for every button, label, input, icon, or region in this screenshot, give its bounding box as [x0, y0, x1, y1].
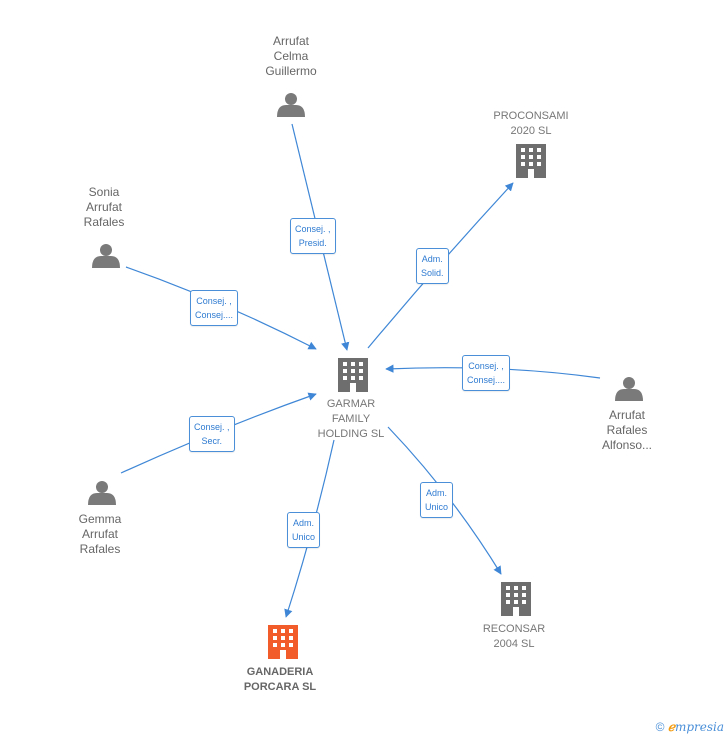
- label-line: PROCONSAMI: [493, 110, 569, 122]
- label-line: Arrufat: [608, 408, 645, 422]
- edge-label-center-proconsami[interactable]: Adm. Solid.: [416, 248, 449, 284]
- node-label-reconsar[interactable]: RECONSAR 2004 SL: [464, 622, 564, 652]
- label-line: 2020 SL: [510, 125, 552, 137]
- node-label-arrufat-celma-guillermo[interactable]: Arrufat Celma Guillermo: [241, 34, 341, 79]
- label-line: Rafales: [83, 215, 125, 229]
- label-line: Arrufat: [85, 200, 122, 214]
- label-line: Arrufat: [81, 527, 118, 541]
- label-line: Gemma: [78, 512, 122, 526]
- building-icon[interactable]: [268, 625, 298, 659]
- edge-label-center-reconsar[interactable]: Adm. Unico: [420, 482, 454, 518]
- label-line: Guillermo: [265, 64, 317, 78]
- edge-label-line: Presid.: [298, 238, 327, 248]
- edge-label-line: Consej. ,: [295, 224, 331, 234]
- empresia-watermark: © ℯmpresia: [656, 720, 724, 734]
- building-icon[interactable]: [338, 358, 368, 392]
- label-line: Sonia: [88, 185, 120, 199]
- label-line: 2004 SL: [493, 638, 535, 650]
- label-line: GANADERIA: [246, 666, 314, 678]
- node-label-sonia-arrufat-rafales[interactable]: Sonia Arrufat Rafales: [54, 185, 154, 230]
- building-icon[interactable]: [516, 144, 546, 178]
- label-line: Rafales: [606, 423, 648, 437]
- edge-label-line: Adm.: [293, 518, 315, 528]
- edge-label-line: Consej. ,: [468, 361, 504, 371]
- node-label-garmar-family-holding[interactable]: GARMAR FAMILY HOLDING SL: [296, 397, 406, 442]
- label-line: HOLDING SL: [317, 428, 385, 440]
- label-line: Celma: [273, 49, 309, 63]
- edge-label-line: Unico: [425, 502, 449, 512]
- node-label-proconsami[interactable]: PROCONSAMI 2020 SL: [471, 109, 591, 139]
- empresia-logo-initial: ℯ: [667, 720, 675, 734]
- building-icon[interactable]: [501, 582, 531, 616]
- edge-label-guillermo-center[interactable]: Consej. , Presid.: [290, 218, 336, 254]
- edge-label-center-ganaderia[interactable]: Adm. Unico: [287, 512, 321, 548]
- edge-label-line: Consej. ,: [194, 422, 230, 432]
- edge-label-line: Consej....: [467, 375, 506, 385]
- edge-label-line: Unico: [292, 532, 316, 542]
- edge-label-line: Consej....: [195, 310, 234, 320]
- label-line: GARMAR: [326, 398, 376, 410]
- edge-label-sonia-center[interactable]: Consej. , Consej....: [190, 290, 239, 326]
- edge-label-line: Consej. ,: [196, 296, 232, 306]
- label-line: Rafales: [79, 542, 121, 556]
- label-line: FAMILY: [331, 413, 371, 425]
- copyright-symbol: ©: [655, 720, 665, 734]
- label-line: Arrufat: [272, 34, 309, 48]
- edge-label-line: Secr.: [201, 436, 223, 446]
- empresia-logo-text: mpresia: [674, 720, 724, 734]
- edge-label-alfonso-center[interactable]: Consej. , Consej....: [462, 355, 511, 391]
- label-line: PORCARA SL: [243, 681, 317, 693]
- person-icon[interactable]: [615, 377, 643, 401]
- node-label-gemma-arrufat-rafales[interactable]: Gemma Arrufat Rafales: [50, 512, 150, 557]
- node-label-arrufat-rafales-alfonso[interactable]: Arrufat Rafales Alfonso...: [577, 408, 677, 453]
- label-line: RECONSAR: [482, 623, 546, 635]
- node-label-ganaderia-porcara[interactable]: GANADERIA PORCARA SL: [220, 665, 340, 695]
- label-line: Alfonso...: [601, 438, 653, 452]
- edge-label-line: Adm.: [421, 254, 443, 264]
- person-icon[interactable]: [277, 93, 305, 117]
- edge-label-line: Solid.: [421, 268, 444, 278]
- person-icon[interactable]: [92, 244, 120, 268]
- edge-label-line: Adm.: [426, 488, 448, 498]
- edge-label-gemma-center[interactable]: Consej. , Secr.: [189, 416, 235, 452]
- person-icon[interactable]: [88, 481, 116, 505]
- empresia-logo: ℯmpresia: [668, 720, 724, 734]
